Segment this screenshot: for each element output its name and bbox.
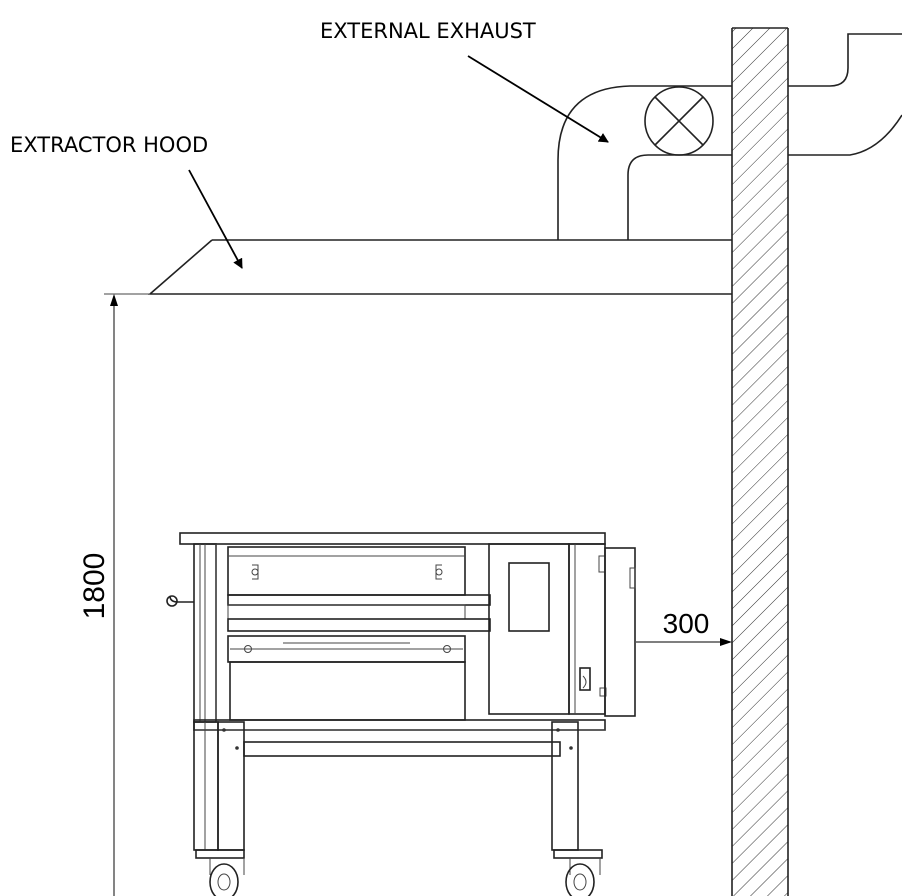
- conveyor-oven: [166, 532, 636, 896]
- height-dimension: [104, 293, 150, 896]
- extractor-hood-arrow: [188, 169, 243, 269]
- wall: [731, 27, 789, 896]
- height-dimension-value: 1800: [78, 553, 111, 620]
- display-screen: [508, 562, 550, 632]
- extractor-hood: [147, 239, 732, 295]
- external-exhaust-label: EXTERNAL EXHAUST: [320, 19, 536, 43]
- clearance-dimension-value: 300: [663, 608, 710, 639]
- wheel-icon: [209, 863, 239, 896]
- clearance-dimension: [636, 638, 732, 646]
- wheel-icon: [565, 863, 595, 896]
- exhaust-duct: [557, 33, 902, 240]
- external-exhaust-arrow: [467, 55, 609, 143]
- extractor-hood-label: EXTRACTOR HOOD: [10, 133, 208, 157]
- exhaust-fan-icon: [644, 86, 714, 156]
